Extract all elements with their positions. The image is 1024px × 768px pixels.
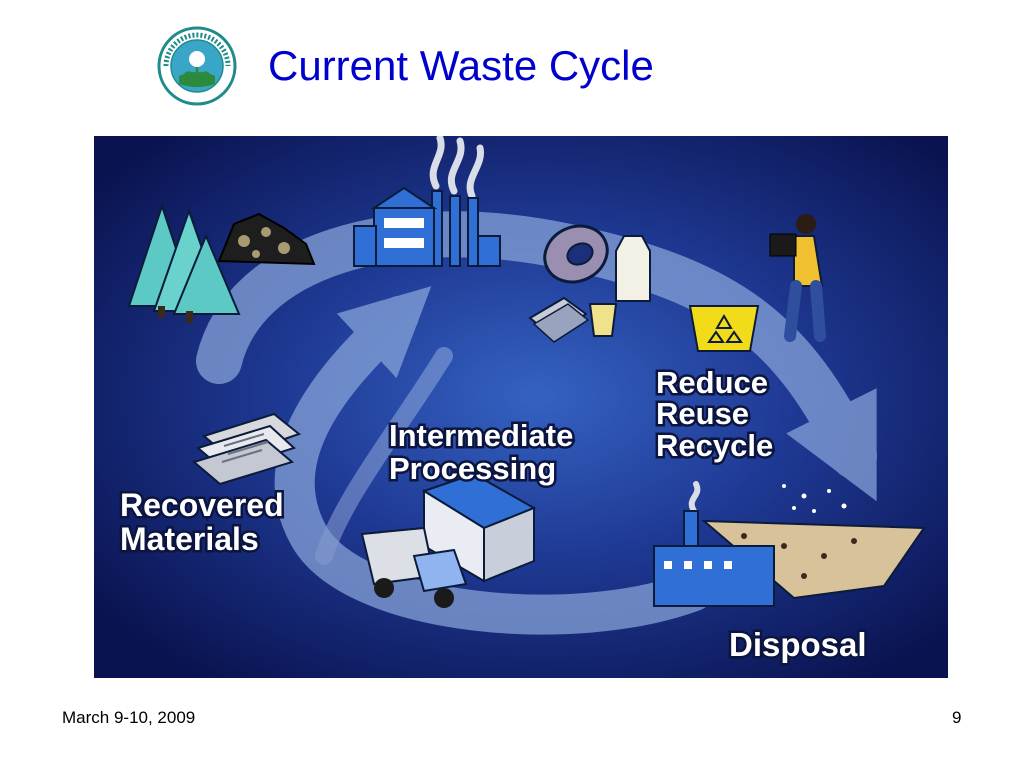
label-disposal: Disposal	[729, 626, 867, 663]
recovery-loop-arrow	[274, 286, 714, 635]
label-processing: Processing	[389, 451, 556, 486]
label-intermediate: Intermediate	[389, 418, 573, 453]
trees-icon	[127, 202, 241, 323]
factory-icon	[353, 136, 501, 267]
label-reuse: Reuse	[656, 396, 749, 431]
raw-materials-pile-icon	[217, 212, 316, 266]
inner-loop-arrow	[315, 347, 453, 565]
label-materials: Materials	[120, 521, 259, 557]
person-recycling-icon	[688, 214, 826, 352]
footer-date: March 9-10, 2009	[62, 708, 196, 727]
epa-seal-logo	[157, 26, 237, 106]
label-reduce: Reduce	[656, 365, 768, 400]
newspapers-icon	[191, 412, 302, 486]
truck-and-facility-icon	[360, 472, 537, 608]
label-recycle: Recycle	[656, 428, 773, 463]
label-recovered: Recovered	[120, 487, 284, 523]
slide-title: Current Waste Cycle	[268, 42, 654, 89]
recyclables-icon	[528, 224, 651, 343]
waste-cycle-diagram: Intermediate Processing Reduce Reuse Rec…	[94, 136, 948, 678]
page-number: 9	[952, 708, 962, 727]
landfill-icon	[653, 481, 926, 607]
